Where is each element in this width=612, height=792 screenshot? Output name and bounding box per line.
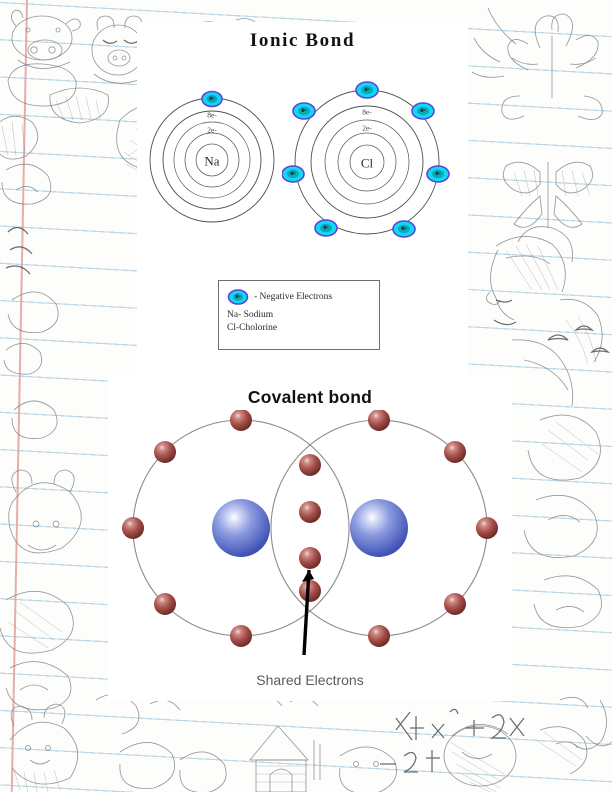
electron [444, 441, 466, 463]
svg-text:e-: e- [401, 226, 406, 232]
chlorine-nucleus-label: Cl [361, 156, 374, 171]
electron [368, 625, 390, 647]
legend-chlorine-text: Cl-Cholorine [227, 323, 278, 333]
svg-text:e-: e- [364, 87, 369, 93]
doodle-face-profile [486, 226, 603, 407]
svg-text:e-: e- [420, 108, 425, 114]
doodle-bottom-characters [119, 724, 588, 792]
electron [154, 441, 176, 463]
svg-text:e-: e- [435, 171, 440, 177]
shared-electrons-label: Shared Electrons [256, 672, 364, 688]
electron: e- [392, 220, 416, 238]
electron: e- [282, 165, 305, 183]
electron [299, 454, 321, 476]
ionic-legend-box: e- - Negative Electrons Na- Sodium Cl-Ch… [218, 280, 380, 350]
svg-text:e-: e- [301, 108, 306, 114]
chlorine-shell-label-2e: 2e- [362, 124, 372, 133]
nucleus-right [350, 499, 408, 557]
doodle-left-notes [3, 226, 59, 439]
electron [230, 625, 252, 647]
doodle-math-equation [380, 708, 525, 773]
sodium-shell-label-2e: 2e- [207, 126, 217, 135]
electron: e- [355, 81, 379, 99]
svg-text:e-: e- [323, 225, 328, 231]
electron: e- [201, 90, 223, 108]
covalent-bond-panel [108, 374, 512, 701]
doodle-birds [547, 325, 611, 354]
covalent-bond-diagram [122, 410, 498, 656]
electron-icon: e- [227, 289, 249, 305]
electron: e- [314, 219, 338, 237]
electron [476, 517, 498, 539]
chlorine-atom-diagram: Cl 8e- 2e- e- e- e- e- e- e- e- [282, 81, 450, 238]
electron [299, 580, 321, 602]
electron [122, 517, 144, 539]
doodle-animal-left-mid [8, 469, 82, 554]
sodium-shell-label-8e: 8e- [207, 111, 217, 120]
shared-electron [299, 501, 321, 523]
doodle-zebra-left-edge [0, 115, 39, 160]
doodle-house [249, 725, 321, 792]
chlorine-shell-label-8e: 8e- [362, 108, 372, 117]
nucleus-left [212, 499, 270, 557]
electron [230, 410, 252, 431]
doodle-cow-face [7, 9, 81, 107]
svg-text:e-: e- [235, 294, 240, 300]
covalent-bond-title: Covalent bond [247, 387, 373, 407]
doodle-bottom-cat [9, 703, 79, 792]
legend-sodium-text: Na- Sodium [227, 310, 274, 320]
electron [444, 593, 466, 615]
sodium-atom-diagram: Na 8e- 2e- e- [149, 90, 275, 223]
shared-electrons-pointer [302, 569, 311, 656]
doodle-right-lower [523, 414, 602, 629]
shared-electron [299, 547, 321, 569]
legend-electron-row: e- - Negative Electrons [227, 289, 332, 305]
svg-text:e-: e- [290, 171, 295, 177]
electron: e- [411, 102, 435, 120]
doodle-butterfly-2 [502, 161, 594, 228]
doodle-mid-left-scribbles [1, 163, 52, 205]
electron: e- [426, 165, 450, 183]
electron: e- [292, 102, 316, 120]
electron [368, 410, 390, 431]
ionic-bond-title: Ionic Bond [249, 30, 356, 51]
sodium-nucleus-label: Na [204, 154, 219, 169]
doodle-butterfly [471, 7, 603, 120]
legend-electron-text: - Negative Electrons [254, 292, 333, 302]
electron [154, 593, 176, 615]
svg-text:e-: e- [209, 96, 214, 102]
doodle-left-lower-cluster [0, 590, 74, 711]
doodle-bottom-misc [95, 693, 612, 750]
